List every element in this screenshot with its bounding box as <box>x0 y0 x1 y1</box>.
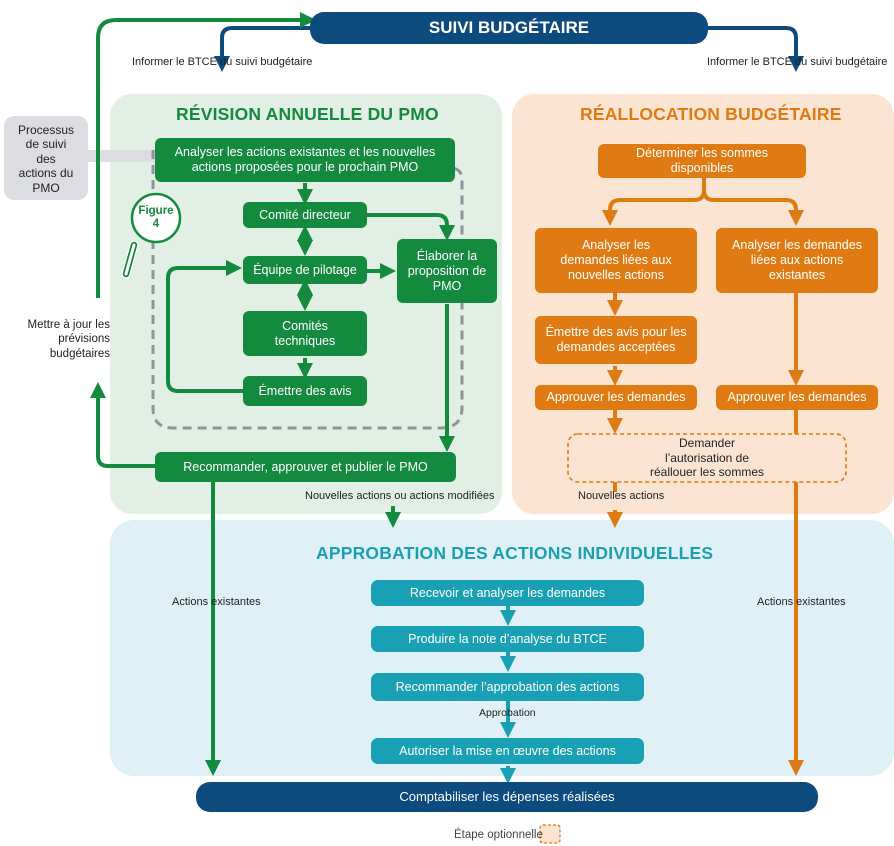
authorize-implementation-box: Autoriser la mise en œuvre des actions <box>371 738 644 764</box>
determine-sums-box: Déterminer les sommes disponibles <box>598 144 806 178</box>
technical-committees-box: Comités techniques <box>243 311 367 356</box>
orange-split-right <box>702 189 804 226</box>
realloc-title: RÉALLOCATION BUDGÉTAIRE <box>580 104 842 124</box>
pilot-team-box: Équipe de pilotage <box>243 256 367 284</box>
label-approval: Approbation <box>479 707 536 719</box>
figure-4-label: Figure 4 <box>136 203 176 233</box>
green-inner-loop <box>166 260 243 393</box>
approval-title: APPROBATION DES ACTIONS INDIVIDUELLES <box>316 543 714 563</box>
label-new-actions: Nouvelles actions <box>578 490 665 502</box>
label-new-or-modified: Nouvelles actions ou actions modifiées <box>305 490 495 502</box>
navy-arrow-right <box>707 26 804 72</box>
label-existing-left: Actions existantes <box>172 596 261 608</box>
update-forecasts-label: Mettre à jour les prévisions budgétaires <box>27 319 110 360</box>
receive-analyze-box: Recevoir et analyser les demandes <box>371 580 644 606</box>
optional-step-box <box>567 433 847 483</box>
side-process-label: Processus de suivi des actions du PMO <box>17 123 75 195</box>
analyze-new-requests-box: Analyser les demandes liées aux nouvelle… <box>535 228 697 293</box>
analyze-existing-requests-box: Analyser les demandes liées aux actions … <box>716 228 878 293</box>
opinion-accepted-box: Émettre des avis pour les demandes accep… <box>535 316 697 364</box>
approve-requests-left-box: Approuver les demandes <box>535 385 697 410</box>
recommend-publish-box: Recommander, approuver et publier le PMO <box>155 452 456 482</box>
side-process-pointer <box>88 150 155 162</box>
inform-left-label: Informer le BTCE du suivi budgétaire <box>132 56 313 68</box>
proposal-box: Élaborer la proposition de PMO <box>397 239 497 303</box>
green-loop-to-header <box>90 382 155 468</box>
accounting-expenses-bar: Comptabiliser les dépenses réalisées <box>196 782 818 812</box>
navy-arrow-left <box>214 26 317 72</box>
request-authorization-box: Demander l’autorisation de réallouer les… <box>649 436 765 480</box>
magnifier-icon <box>121 192 182 279</box>
approve-requests-right-box: Approuver les demandes <box>716 385 878 410</box>
header-suivi-budgetaire: SUIVI BUDGÉTAIRE <box>310 12 708 44</box>
figure-label-text: Figure <box>138 205 174 218</box>
figure-number-text: 4 <box>152 218 160 230</box>
analyze-existing-new-box: Analyser les actions existantes et les n… <box>155 138 455 182</box>
inform-right-label: Informer le BTCE du suivi budgétaire <box>707 56 888 68</box>
recommend-approval-box: Recommander l’approbation des actions <box>371 673 644 701</box>
revision-dashed-loop <box>151 150 464 430</box>
side-process-bg <box>4 116 88 200</box>
steering-committee-box: Comité directeur <box>243 202 367 228</box>
green-line-up-to-header <box>96 12 316 298</box>
issue-opinions-box: Émettre des avis <box>243 376 367 406</box>
analysis-note-box: Produire la note d’analyse du BTCE <box>371 626 644 652</box>
arrow-steering-to-proposal <box>367 213 455 241</box>
legend-swatch <box>539 824 561 844</box>
legend-optional-label: Étape optionnelle <box>454 829 543 841</box>
revision-title: RÉVISION ANNUELLE DU PMO <box>176 104 439 124</box>
label-existing-right: Actions existantes <box>757 596 846 608</box>
